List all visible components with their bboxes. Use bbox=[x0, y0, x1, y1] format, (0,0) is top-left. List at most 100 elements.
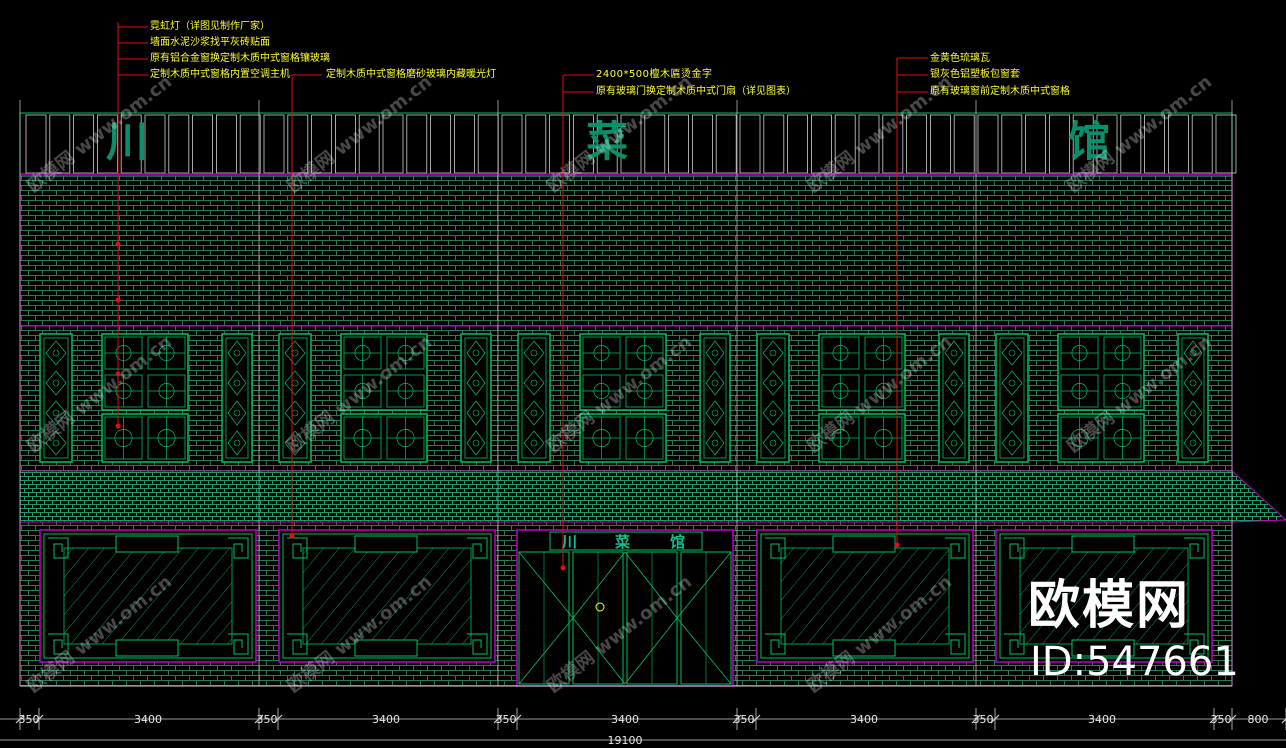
fret-top bbox=[832, 535, 896, 553]
lattice-knot bbox=[1070, 429, 1089, 447]
door-swing-4 bbox=[676, 551, 732, 685]
narrow-window bbox=[995, 333, 1029, 463]
fret-top bbox=[1071, 535, 1135, 553]
ground-window-inner bbox=[760, 533, 970, 659]
narrow-window-knot bbox=[769, 409, 777, 417]
fret-top bbox=[354, 535, 418, 553]
dim-tick bbox=[990, 714, 1000, 724]
narrow-window bbox=[699, 333, 731, 463]
narrow-window-diamond bbox=[1001, 430, 1023, 456]
lattice-knot bbox=[636, 345, 653, 361]
narrow-window-inner bbox=[760, 337, 786, 459]
lattice-knot bbox=[397, 383, 414, 399]
narrow-window-knot bbox=[472, 409, 480, 417]
narrow-window-knot bbox=[530, 349, 538, 357]
sign-slat bbox=[311, 114, 333, 174]
fret-bottom bbox=[832, 639, 896, 657]
narrow-window-diamond bbox=[523, 340, 545, 366]
lattice-knot bbox=[158, 345, 175, 361]
leader-center-dot bbox=[560, 565, 566, 571]
door-sign-char-1: 川 bbox=[562, 533, 578, 551]
narrow-window bbox=[221, 333, 253, 463]
leader-left-dot bbox=[115, 241, 121, 247]
sign-slat bbox=[120, 114, 142, 174]
sign-slat bbox=[882, 114, 904, 174]
sign-slat bbox=[692, 114, 713, 174]
narrow-window-knot bbox=[233, 439, 241, 447]
fret-corner bbox=[48, 633, 69, 655]
sign-slat bbox=[192, 114, 214, 174]
annotation-left-4: 定制木质中式窗格内置空调主机 bbox=[150, 69, 290, 80]
narrow-window-diamond bbox=[762, 370, 784, 396]
narrow-window-diamond bbox=[944, 370, 964, 396]
dim-label-9: 3400 bbox=[1088, 713, 1116, 726]
leader-left-dot bbox=[115, 297, 121, 303]
sign-slat bbox=[763, 114, 785, 174]
annotation-left-1: 霓虹灯（详图见制作厂家） bbox=[150, 21, 270, 32]
dim-label-0: 350 bbox=[18, 713, 40, 726]
narrow-window-diamond bbox=[1183, 400, 1203, 426]
narrow-window-inner bbox=[464, 337, 488, 459]
lattice-knot bbox=[874, 429, 893, 447]
fret-corner bbox=[765, 537, 786, 559]
sign-slat bbox=[382, 114, 404, 174]
sign-slat bbox=[97, 114, 118, 174]
sign-slat bbox=[501, 114, 523, 174]
sign-slat bbox=[168, 114, 190, 174]
door-sign-plaque bbox=[549, 531, 703, 551]
lattice-knot bbox=[832, 383, 849, 399]
narrow-window-diamond bbox=[523, 370, 545, 396]
narrow-window-knot bbox=[769, 349, 777, 357]
dim-tick bbox=[751, 714, 761, 724]
lattice-knot bbox=[635, 429, 654, 447]
lattice-knot bbox=[593, 345, 610, 361]
narrow-window-diamond bbox=[227, 430, 247, 456]
sign-slat bbox=[858, 114, 880, 174]
sign-slat bbox=[644, 114, 666, 174]
annotation-leaders bbox=[115, 22, 928, 571]
sign-slat bbox=[144, 114, 166, 174]
lattice-knot bbox=[354, 345, 371, 361]
sign-slat bbox=[549, 114, 570, 174]
narrow-window-diamond bbox=[284, 370, 306, 396]
narrow-window bbox=[517, 333, 551, 463]
fret-corner bbox=[945, 633, 966, 655]
fret-top bbox=[115, 535, 179, 553]
narrow-window-diamond bbox=[1183, 340, 1203, 366]
dim-label-2: 350 bbox=[256, 713, 278, 726]
narrow-window-knot bbox=[711, 439, 719, 447]
narrow-window-knot bbox=[711, 349, 719, 357]
dim-tick bbox=[732, 714, 742, 724]
sign-slat bbox=[1072, 114, 1094, 174]
narrow-window-knot bbox=[472, 379, 480, 387]
fret-corner bbox=[1184, 633, 1205, 655]
sign-slat bbox=[930, 114, 951, 174]
fret-corner bbox=[48, 537, 69, 559]
dim-tick bbox=[1209, 714, 1219, 724]
entrance-door-frame bbox=[516, 529, 734, 687]
watermark-id: ID:547661 bbox=[1030, 639, 1239, 685]
narrow-window-knot bbox=[950, 379, 958, 387]
narrow-window-knot bbox=[472, 349, 480, 357]
sign-char-guan: 馆 bbox=[1068, 117, 1111, 166]
narrow-window-diamond bbox=[762, 400, 784, 426]
watermark-logo: 欧模网 bbox=[1028, 576, 1191, 636]
narrow-window-knot bbox=[1008, 349, 1016, 357]
leader-second-dot bbox=[289, 533, 295, 539]
dim-tick bbox=[1227, 714, 1237, 724]
lattice-knot bbox=[353, 429, 372, 447]
window-pane bbox=[579, 333, 667, 411]
fret-bottom bbox=[115, 639, 179, 657]
dim-tick bbox=[512, 714, 522, 724]
lattice-knot bbox=[1113, 429, 1132, 447]
lattice-knot bbox=[1071, 345, 1088, 361]
narrow-window-inner bbox=[1181, 337, 1205, 459]
sign-slat bbox=[1001, 114, 1023, 174]
dim-tick bbox=[15, 714, 25, 724]
annotation-right-3: 原有玻璃窗前定制木质中式窗格 bbox=[930, 86, 1070, 97]
dim-label-11: 800 bbox=[1247, 713, 1269, 726]
narrow-window-diamond bbox=[705, 340, 725, 366]
sign-slat bbox=[668, 114, 689, 174]
narrow-window-knot bbox=[52, 409, 60, 417]
upper-windows bbox=[39, 333, 1209, 463]
